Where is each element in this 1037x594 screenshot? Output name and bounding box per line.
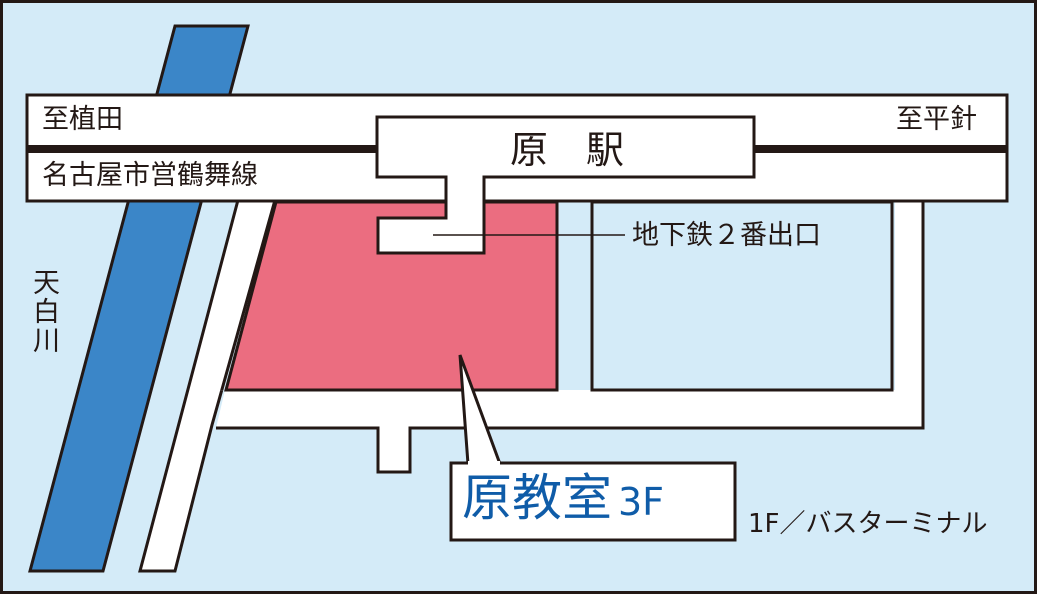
station-name: 原 駅 (510, 128, 625, 172)
station-building (375, 115, 756, 255)
direction-west-label: 至植田 (42, 104, 123, 135)
destination-floor: 3F (618, 480, 665, 524)
city-block-east (590, 200, 894, 392)
roads (138, 198, 925, 573)
direction-east-label: 至平針 (896, 104, 977, 135)
destination-name: 原教室 (462, 469, 612, 527)
subway-exit-label: 地下鉄２番出口 (632, 220, 821, 251)
callout-box (449, 461, 737, 542)
river-label: 天白川 (28, 268, 59, 355)
ground-floor-note: 1F／バスターミナル (748, 509, 988, 539)
rail-line-label: 名古屋市営鶴舞線 (42, 160, 258, 191)
